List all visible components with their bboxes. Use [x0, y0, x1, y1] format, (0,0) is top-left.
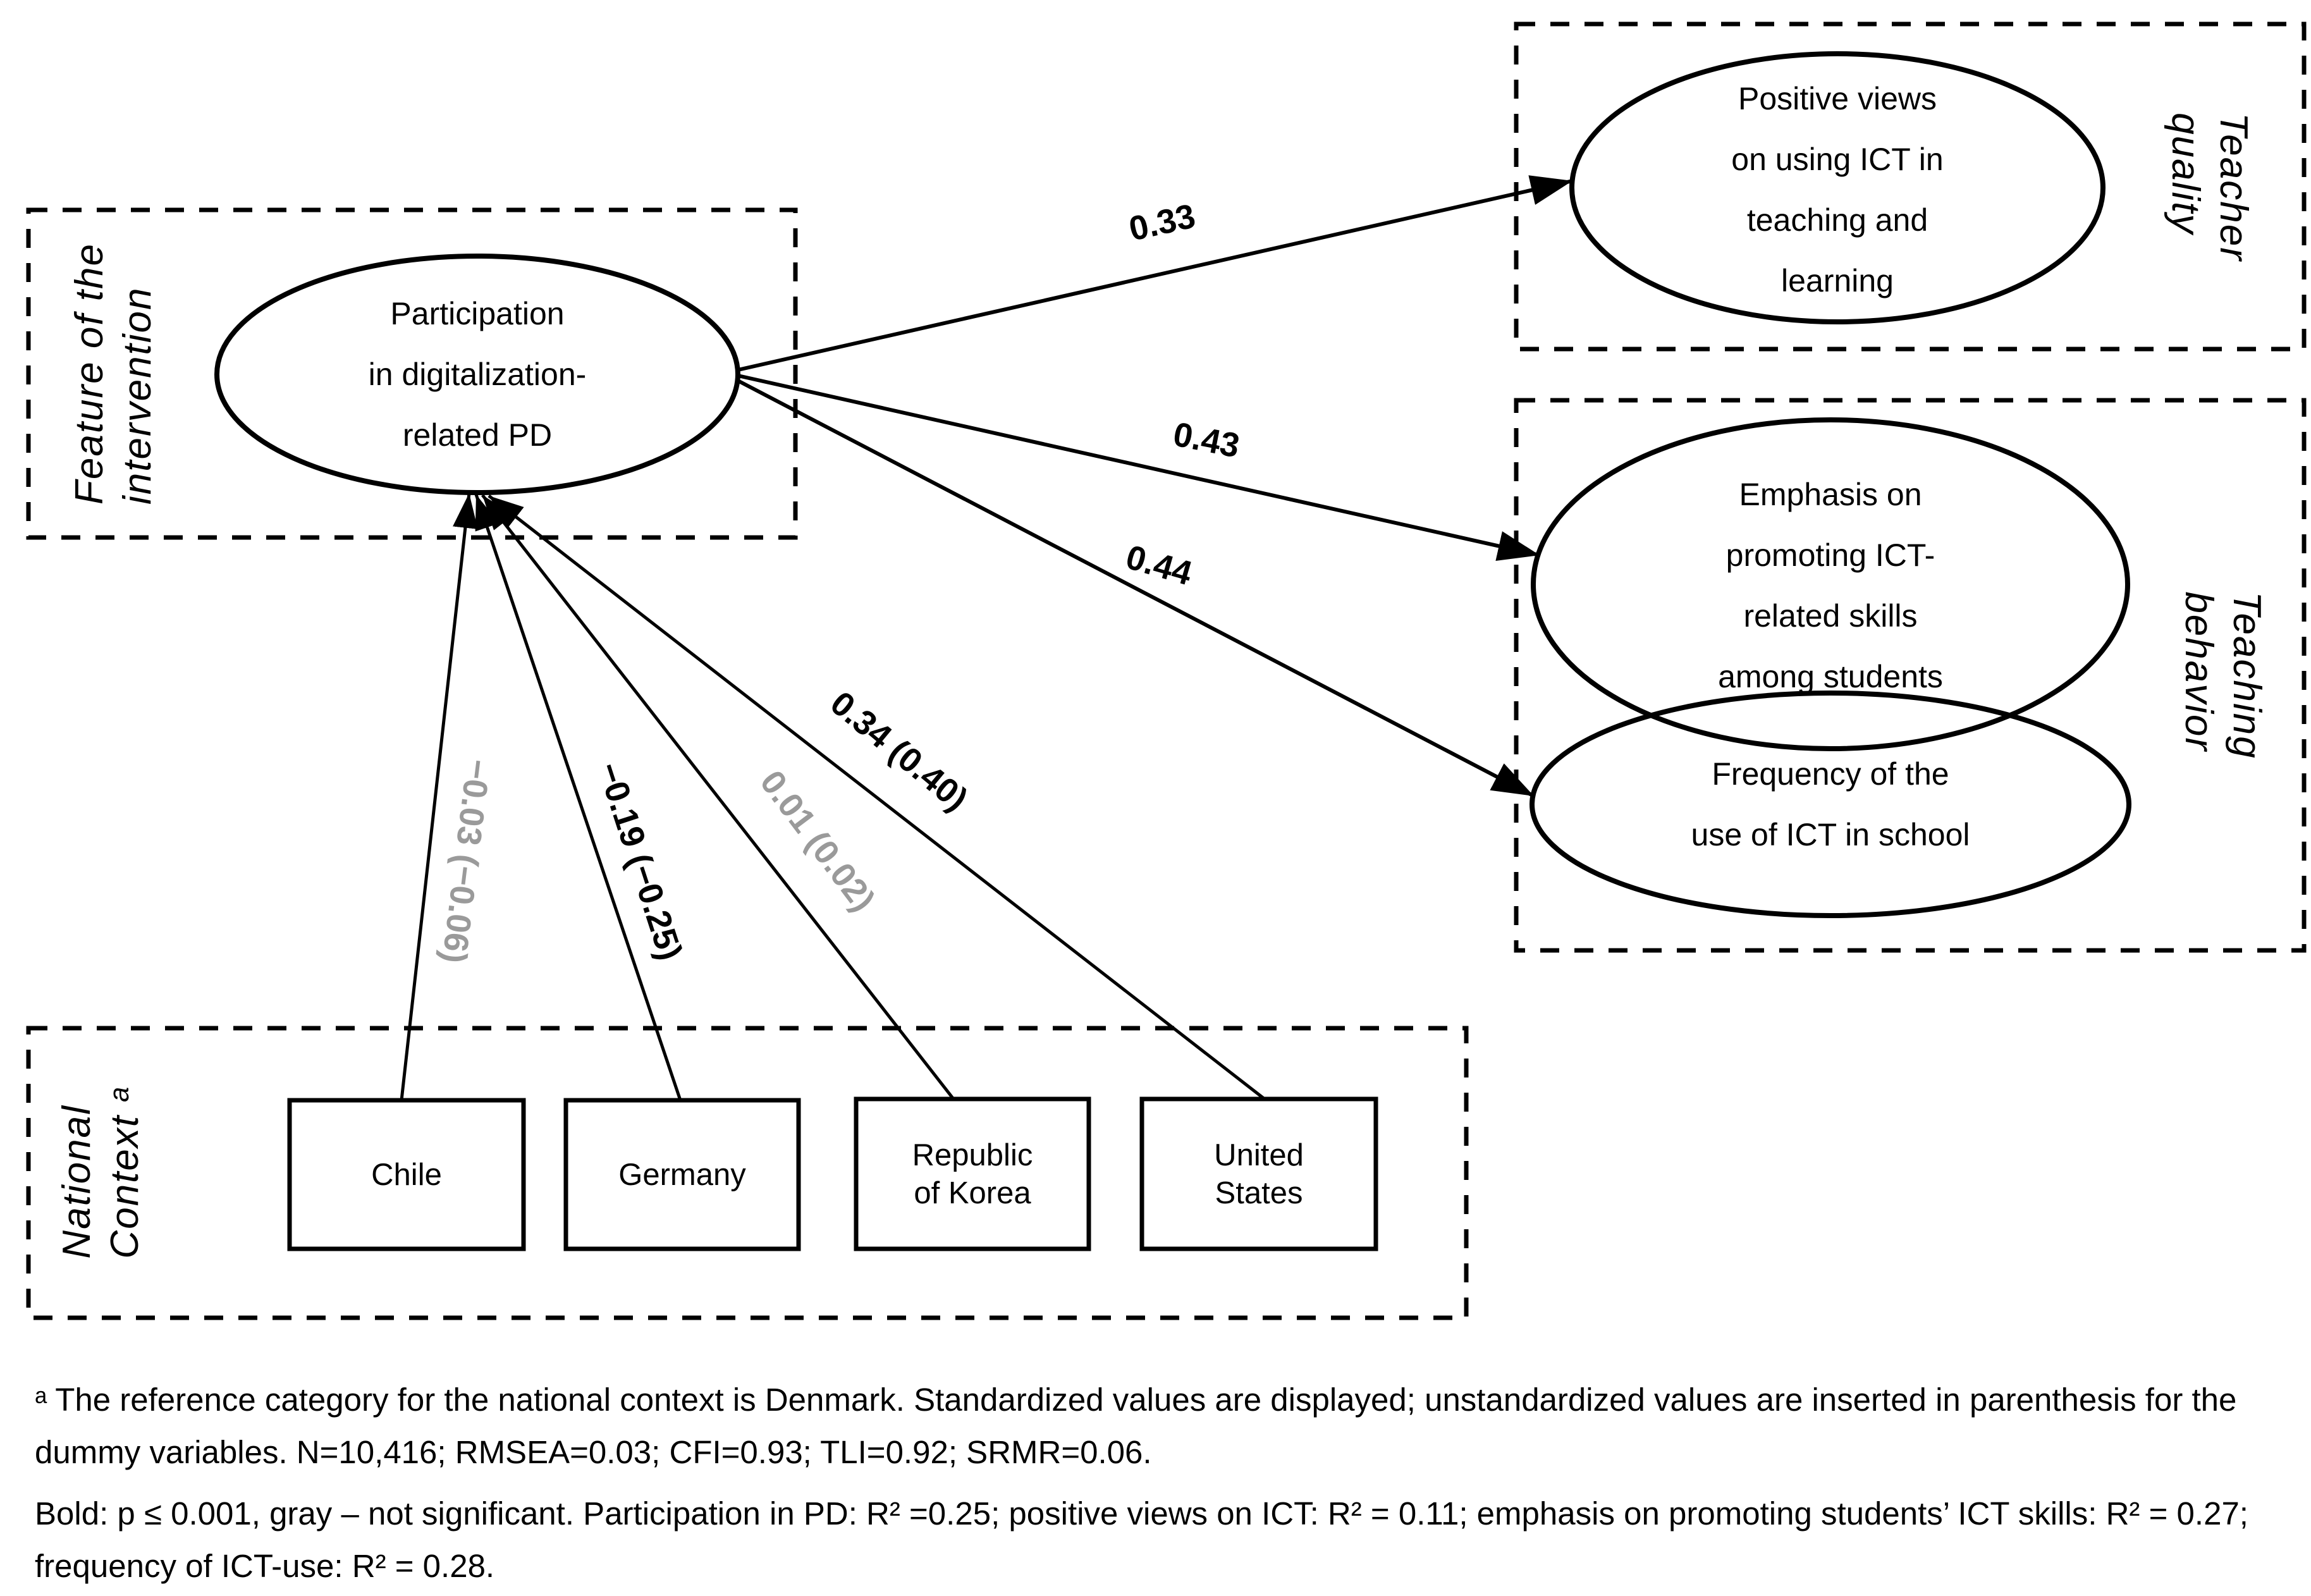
participation-node-label: Participation in digitalization- related…: [369, 283, 587, 465]
label-line: Germany: [618, 1158, 746, 1192]
label-line: learning: [1781, 263, 1894, 298]
label-line: intervention: [116, 286, 159, 505]
label-line: behavior: [2177, 591, 2221, 752]
label-line: use of ICT in school: [1691, 817, 1970, 852]
emphasis-node-label: Emphasis on promoting ICT- related skill…: [1718, 464, 1943, 707]
national-context-label: National Context ᵃ: [53, 1087, 149, 1258]
label-line: teaching and: [1746, 202, 1928, 238]
path-chile-to-pd: [400, 493, 478, 1101]
label-line: Positive views: [1738, 81, 1937, 116]
feature-intervention-box: [26, 207, 798, 540]
path-germany-to-pd: [474, 494, 682, 1101]
path-pd-to-emphasis: [737, 374, 1540, 561]
label-line: United: [1214, 1138, 1304, 1172]
united-states-label: United States: [1214, 1136, 1304, 1212]
chile-label: Chile: [371, 1156, 442, 1194]
participation-ellipse: [214, 254, 740, 495]
feature-intervention-label: Feature of the intervention: [66, 243, 162, 505]
label-line: on using ICT in: [1731, 142, 1944, 177]
teaching-behavior-box: [1514, 398, 2307, 953]
positive-views-node-label: Positive views on using ICT in teaching …: [1731, 68, 1943, 311]
footnote-model-fit: ᵃ The reference category for the nationa…: [35, 1382, 2237, 1470]
label-line: Feature of the: [68, 242, 111, 505]
path-united-states-to-pd: [487, 494, 1266, 1100]
label-line: promoting ICT-: [1726, 537, 1935, 573]
label-line: Republic: [912, 1138, 1033, 1172]
label-line: related PD: [402, 417, 553, 453]
teaching-behavior-label: Teaching behavior: [2174, 591, 2271, 759]
germany-label: Germany: [618, 1156, 746, 1194]
germany-rect: [563, 1098, 801, 1251]
korea-rect: [854, 1096, 1091, 1251]
path-pd-to-positive-views: [737, 175, 1573, 372]
path-pd-to-frequency: [737, 379, 1535, 798]
chile-rect: [287, 1098, 526, 1251]
teacher-quality-label: Teacher quality: [2161, 113, 2257, 262]
label-line: among students: [1718, 659, 1943, 694]
national-context-box: [26, 1026, 1469, 1320]
path-korea-to-pd: [481, 494, 955, 1100]
label-line: National: [55, 1105, 99, 1259]
emphasis-ellipse: [1531, 417, 2130, 751]
teacher-quality-box: [1514, 21, 2307, 352]
label-line: Teacher: [2212, 113, 2255, 262]
label-line: quality: [2164, 113, 2207, 235]
label-line: Participation: [390, 296, 565, 331]
label-line: Emphasis on: [1739, 477, 1922, 512]
label-line: related skills: [1743, 598, 1918, 634]
united-states-rect: [1139, 1096, 1378, 1251]
label-line: Frequency of the: [1712, 756, 1949, 792]
label-line: Chile: [371, 1158, 442, 1192]
label-line: Teaching: [2225, 591, 2269, 759]
korea-label: Republic of Korea: [912, 1136, 1033, 1212]
label-line: Context ᵃ: [103, 1087, 147, 1259]
label-line: States: [1215, 1176, 1303, 1210]
label-line: in digitalization-: [368, 357, 587, 392]
label-line: of Korea: [914, 1176, 1031, 1210]
frequency-ellipse: [1529, 691, 2131, 918]
frequency-node-label: Frequency of the use of ICT in school: [1691, 744, 1970, 865]
footnote-significance: Bold: p ≤ 0.001, gray – not significant.…: [35, 1495, 2248, 1584]
